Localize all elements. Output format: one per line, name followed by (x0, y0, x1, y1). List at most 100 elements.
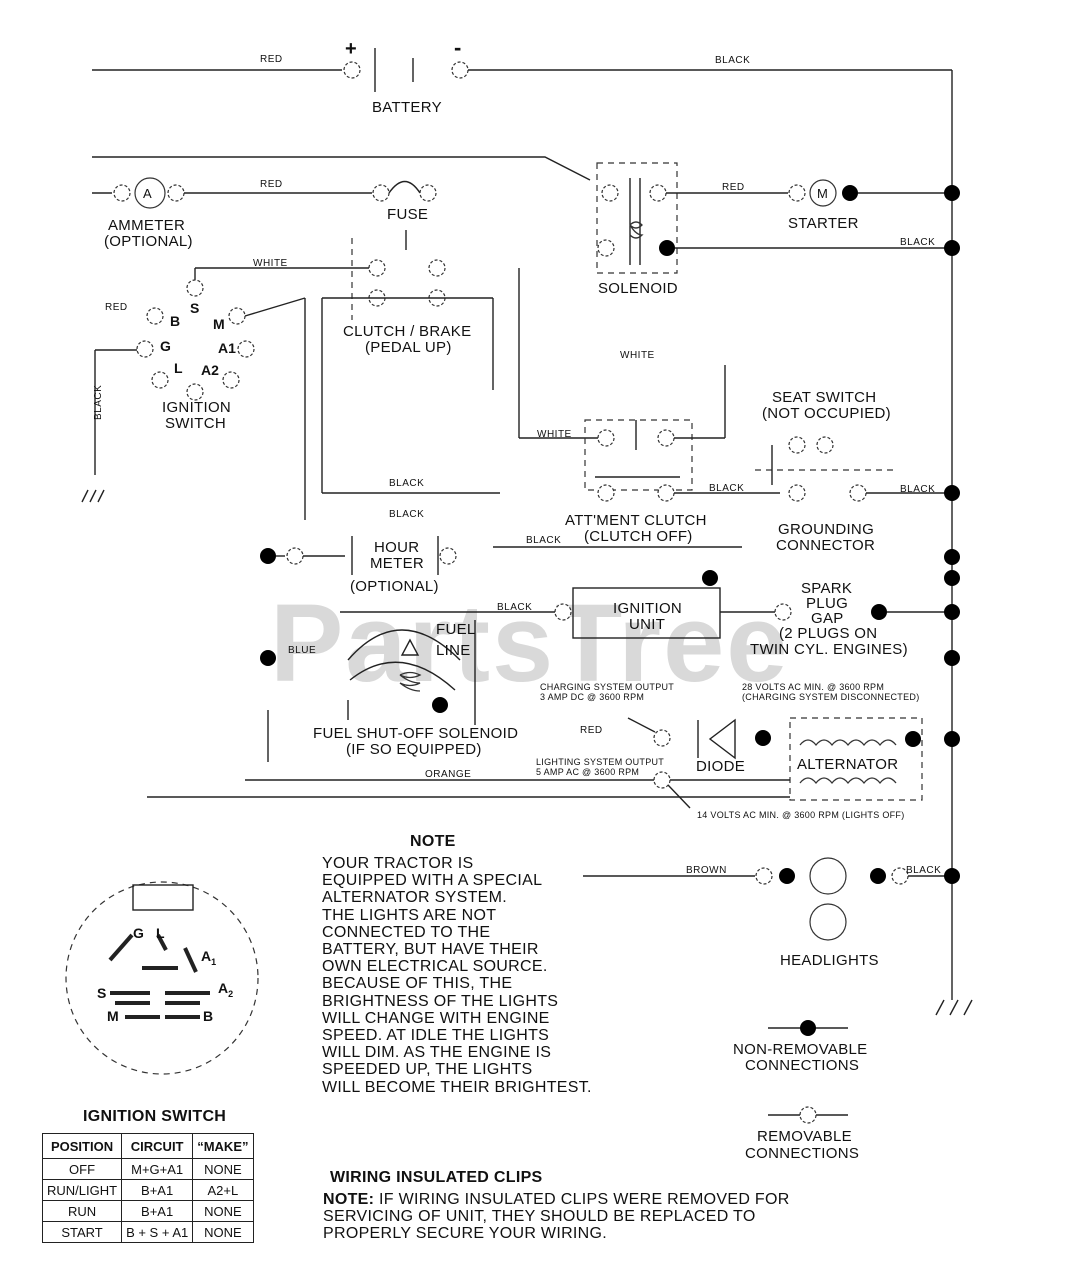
spark-plug-gap-label: GAP (811, 610, 844, 627)
note-line: CONNECTED TO THE (322, 923, 491, 941)
headlights-label: HEADLIGHTS (780, 952, 879, 969)
fuel-solenoid-sub-label: (IF SO EQUIPPED) (346, 741, 482, 758)
ignition-switch-label-2: SWITCH (165, 415, 226, 432)
battery-label: BATTERY (372, 99, 442, 116)
grounding-connector-label: GROUNDING (778, 521, 875, 538)
table-cell: B+A1 (121, 1200, 194, 1222)
table-cell: NONE (192, 1158, 254, 1180)
note-line: WILL DIM. AS THE ENGINE IS (322, 1044, 552, 1062)
legend-non-removable-label-2: CONNECTIONS (745, 1057, 860, 1074)
pin-g: G (160, 338, 171, 354)
ignition-diagram-title: IGNITION SWITCH (83, 1108, 227, 1125)
wire-label-black-solenoid: BLACK (900, 237, 936, 248)
note-line: SPEED. AT IDLE THE LIGHTS (322, 1027, 550, 1045)
diagram-pin-l: L (156, 925, 165, 941)
insulated-clips-note-line: IF WIRING INSULATED CLIPS WERE REMOVED F… (374, 1191, 790, 1208)
seat-switch-label: SEAT SWITCH (772, 389, 877, 406)
ammeter-optional-label: (OPTIONAL) (104, 233, 193, 250)
solenoid-label: SOLENOID (598, 280, 678, 297)
note-line: WILL BECOME THEIR BRIGHTEST. (322, 1078, 592, 1096)
hour-meter-optional-label: (OPTIONAL) (350, 578, 439, 595)
table-cell: M+G+A1 (121, 1158, 194, 1180)
wire-label-black-hour: BLACK (389, 509, 425, 520)
alternator-label: ALTERNATOR (797, 756, 899, 773)
ammeter-symbol: A (143, 186, 152, 201)
pin-l: L (174, 360, 183, 376)
legend-removable-label: REMOVABLE (757, 1128, 852, 1145)
note-line: THE LIGHTS ARE NOT (322, 906, 497, 924)
diagram-pin-b: B (203, 1008, 214, 1024)
watermark: PartsTree (270, 582, 790, 705)
charging-output-value: 3 AMP DC @ 3600 RPM (540, 692, 645, 702)
table-header: “MAKE” (192, 1133, 254, 1159)
pin-s: S (190, 300, 200, 316)
spark-plug-note-label: (2 PLUGS ON (779, 625, 878, 642)
table-cell: OFF (41, 1158, 123, 1180)
wire-label-red-ignition: RED (105, 302, 128, 313)
note-line: BATTERY, BUT HAVE THEIR (322, 941, 539, 959)
legend-removable-label-2: CONNECTIONS (745, 1145, 860, 1162)
wire-label-black-seat: BLACK (709, 483, 745, 494)
pin-a2: A2 (201, 362, 219, 378)
insulated-clips-title: WIRING INSULATED CLIPS (330, 1169, 543, 1186)
attachment-clutch-sub-label: (CLUTCH OFF) (584, 528, 693, 545)
fuse-label: FUSE (387, 206, 429, 223)
volts-14-label: 14 VOLTS AC MIN. @ 3600 RPM (LIGHTS OFF) (697, 810, 905, 820)
note-title: NOTE (410, 833, 456, 850)
spark-plug-label-2: PLUG (806, 595, 849, 612)
battery-plus-label: + (345, 38, 357, 60)
table-cell: RUN/LIGHT (41, 1179, 123, 1201)
attachment-clutch-label: ATT'MENT CLUTCH (565, 512, 707, 529)
note-line: ALTERNATOR SYSTEM. (322, 889, 507, 907)
diagram-pin-s: S (97, 985, 107, 1001)
note-line: WILL CHANGE WITH ENGINE (322, 1009, 550, 1027)
note-line: SPEEDED UP, THE LIGHTS (322, 1061, 533, 1079)
pin-b: B (170, 313, 181, 329)
fuel-solenoid-label: FUEL SHUT-OFF SOLENOID (313, 725, 519, 742)
clutch-brake-sub-label: (PEDAL UP) (365, 339, 452, 356)
table-cell: B+A1 (121, 1179, 194, 1201)
note-line: BECAUSE OF THIS, THE (322, 975, 513, 993)
spark-plug-label: SPARK (801, 580, 853, 597)
wire-label-black-att: BLACK (526, 535, 562, 546)
pin-a1: A1 (218, 340, 236, 356)
diagram-pin-g: G (133, 925, 144, 941)
insulated-clips-note: NOTE: IF WIRING INSULATED CLIPS WERE REM… (323, 1191, 790, 1243)
pin-m: M (213, 316, 225, 332)
ignition-unit-label-2: UNIT (629, 616, 666, 633)
hour-meter-label-2: METER (370, 555, 424, 572)
grounding-connector-label-2: CONNECTOR (776, 537, 876, 554)
starter-label: STARTER (788, 215, 859, 232)
starter-symbol: M (817, 186, 829, 201)
seat-switch-sub-label: (NOT OCCUPIED) (762, 405, 891, 422)
battery-minus-label: - (454, 35, 462, 60)
table-cell: B + S + A1 (121, 1221, 194, 1243)
lighting-output-value: 5 AMP AC @ 3600 RPM (536, 767, 640, 777)
note-line: YOUR TRACTOR IS (322, 855, 474, 872)
table-cell: START (41, 1221, 123, 1243)
diode-label: DIODE (696, 758, 746, 775)
note-text: YOUR TRACTOR IS EQUIPPED WITH A SPECIAL … (322, 855, 592, 1096)
table-row: OFF M+G+A1 NONE (41, 1158, 254, 1180)
legend-non-removable-label: NON-REMOVABLE (733, 1041, 868, 1058)
insulated-clips-note-line: PROPERLY SECURE YOUR WIRING. (323, 1225, 608, 1243)
note-line: OWN ELECTRICAL SOURCE. (322, 958, 548, 976)
note-line: BRIGHTNESS OF THE LIGHTS (322, 992, 559, 1010)
wire-label-orange: ORANGE (425, 769, 472, 780)
charging-output-label: CHARGING SYSTEM OUTPUT (540, 682, 675, 692)
wire-label-black-ign-unit: BLACK (497, 602, 533, 613)
wire-label-white-clutch: WHITE (537, 429, 572, 440)
table-row: START B + S + A1 NONE (41, 1221, 254, 1243)
wire-label-red-starter: RED (722, 182, 745, 193)
wire-label-white-ignition: WHITE (253, 258, 288, 269)
ignition-switch-label: IGNITION (162, 399, 232, 416)
wire-label-black-clutch: BLACK (389, 478, 425, 489)
clutch-brake-label: CLUTCH / BRAKE (343, 323, 472, 340)
wire-label-black-headlights: BLACK (906, 865, 942, 876)
table-row: RUN/LIGHT B+A1 A2+L (41, 1179, 254, 1201)
spark-plug-note-label-2: TWIN CYL. ENGINES) (750, 641, 908, 658)
table-cell: A2+L (192, 1179, 254, 1201)
ammeter-label: AMMETER (108, 217, 186, 234)
table-header: CIRCUIT (121, 1133, 194, 1159)
